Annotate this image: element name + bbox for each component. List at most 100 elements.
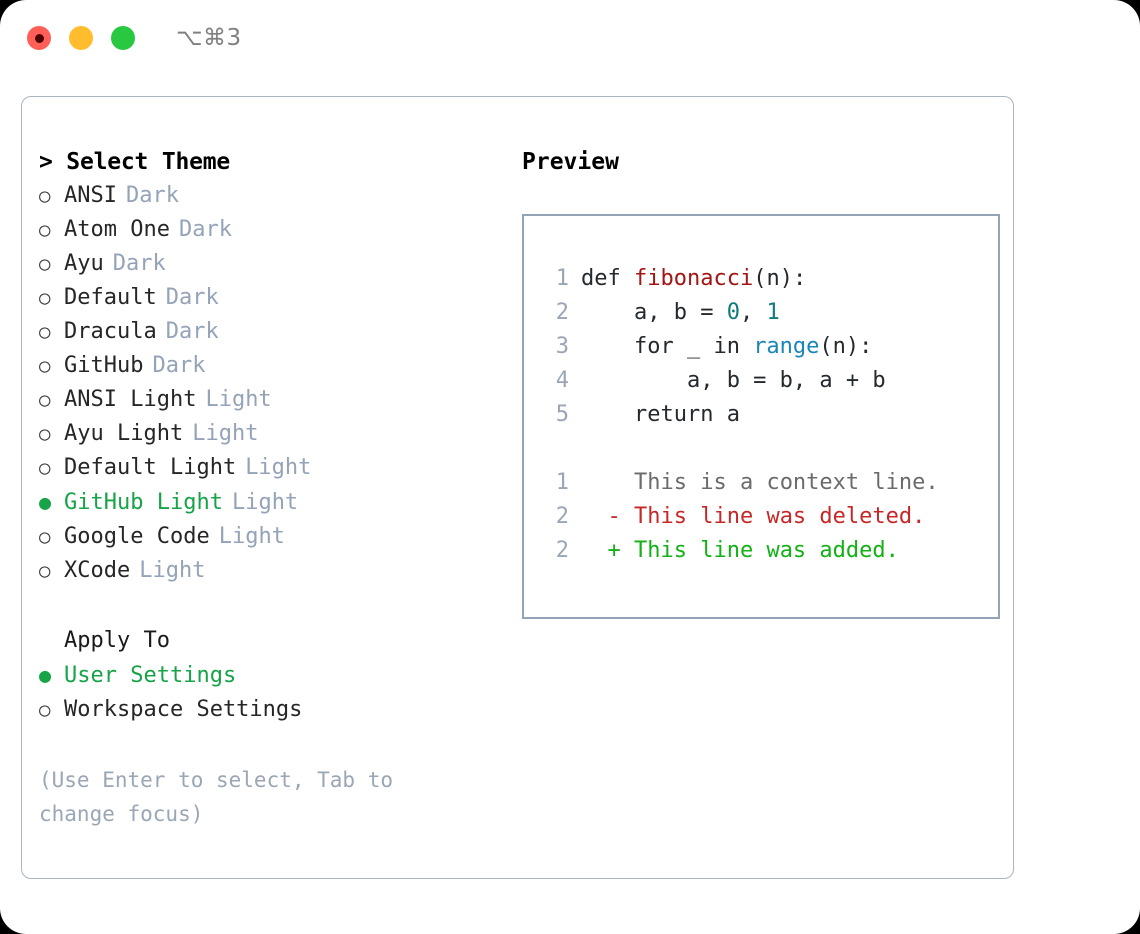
- code-token: a, b =: [581, 300, 727, 325]
- title-bar: ⌥⌘3: [0, 0, 1140, 76]
- theme-option-tag: Light: [139, 558, 206, 583]
- code-token: fibonacci: [633, 266, 754, 291]
- minimize-window-button[interactable]: [69, 26, 93, 50]
- theme-option-ansi-light[interactable]: ○ ANSI Light Light: [39, 383, 501, 417]
- theme-option-tag: Light: [192, 421, 259, 446]
- radio-unselected-icon: ○: [39, 185, 51, 207]
- theme-option-label: Google Code: [64, 524, 210, 549]
- apply-to-option-label: Workspace Settings: [64, 697, 303, 722]
- line-number: 5: [555, 402, 569, 427]
- maximize-window-button[interactable]: [111, 26, 135, 50]
- radio-unselected-icon: ○: [39, 457, 51, 479]
- theme-option-ayu-light[interactable]: ○ Ayu Light Light: [39, 417, 501, 451]
- radio-unselected-icon: ○: [39, 219, 51, 241]
- radio-unselected-icon: ○: [39, 355, 51, 377]
- theme-option-ansi[interactable]: ○ ANSI Dark: [39, 179, 501, 213]
- apply-to-heading: Apply To: [64, 628, 170, 653]
- diff-line-number: 1: [555, 470, 569, 495]
- apply-to-option-label: User Settings: [64, 663, 237, 688]
- select-theme-heading: > Select Theme: [39, 149, 231, 175]
- theme-option-tag: Dark: [165, 319, 219, 344]
- code-line: 3 for _ in range(n):: [543, 330, 998, 364]
- theme-option-tag: Dark: [125, 183, 179, 208]
- theme-option-label: Ayu: [64, 251, 104, 276]
- diff-text: This line was added.: [620, 538, 899, 563]
- radio-selected-icon: ●: [39, 663, 52, 687]
- code-token: range: [753, 334, 820, 359]
- diff-text: This is a context line.: [620, 470, 939, 495]
- apply-to-list: ● User Settings ○ Workspace Settings: [39, 658, 501, 727]
- radio-unselected-icon: ○: [39, 699, 51, 721]
- radio-selected-icon: ●: [39, 490, 52, 514]
- theme-option-default-light[interactable]: ○ Default Light Light: [39, 451, 501, 485]
- code-token: a, b = b, a + b: [581, 368, 886, 393]
- code-line: 2 a, b = 0, 1: [543, 296, 998, 330]
- diff-line-number: 2: [555, 538, 569, 563]
- code-token: 1: [766, 300, 780, 325]
- radio-unselected-icon: ○: [39, 389, 51, 411]
- theme-option-label: GitHub: [64, 353, 144, 378]
- apply-to-block: Apply To ● User Settings ○ Workspace Settin…: [39, 624, 501, 727]
- theme-option-tag: Dark: [165, 285, 219, 310]
- code-line: 4 a, b = b, a + b: [543, 364, 998, 398]
- keyboard-hint-text: (Use Enter to select, Tab to change focu…: [39, 768, 394, 826]
- theme-option-tag: Dark: [152, 353, 206, 378]
- theme-option-ayu[interactable]: ○ Ayu Dark: [39, 247, 501, 281]
- theme-option-tag: Light: [218, 524, 285, 549]
- theme-option-label: XCode: [64, 558, 131, 583]
- code-spacer: [543, 432, 998, 466]
- theme-option-atom-one[interactable]: ○ Atom One Dark: [39, 213, 501, 247]
- diff-line: 2 + This line was added.: [543, 534, 998, 568]
- code-line: 5 return a: [543, 398, 998, 432]
- diff-marker: -: [581, 504, 621, 529]
- code-token: (n):: [753, 266, 807, 291]
- window-shortcut-label: ⌥⌘3: [176, 25, 242, 51]
- diff-marker: [581, 466, 621, 500]
- code-token: return a: [581, 402, 740, 427]
- theme-option-label: Ayu Light: [64, 421, 184, 446]
- line-number: 1: [555, 266, 569, 291]
- theme-option-label: Atom One: [64, 217, 170, 242]
- theme-option-label: Default Light: [64, 455, 237, 480]
- radio-unselected-icon: ○: [39, 253, 51, 275]
- traffic-lights: [27, 26, 135, 50]
- code-token: ,: [739, 300, 767, 325]
- diff-marker: +: [581, 538, 621, 563]
- apply-to-option-workspace-settings[interactable]: ○ Workspace Settings: [39, 693, 501, 727]
- theme-option-label: ANSI: [64, 183, 117, 208]
- line-number: 3: [555, 334, 569, 359]
- code-line: 1 def fibonacci(n):: [543, 262, 998, 296]
- close-window-button[interactable]: [27, 26, 51, 50]
- diff-text: This line was deleted.: [620, 504, 926, 529]
- radio-unselected-icon: ○: [39, 287, 51, 309]
- code-token: 0: [726, 300, 740, 325]
- line-number: 4: [555, 368, 569, 393]
- diff-sample: 1 This is a context line. 2 - This line w…: [543, 466, 998, 568]
- radio-unselected-icon: ○: [39, 423, 51, 445]
- theme-option-label: ANSI Light: [64, 387, 197, 412]
- theme-option-tag: Dark: [178, 217, 232, 242]
- theme-option-tag: Light: [245, 455, 312, 480]
- apply-to-option-user-settings[interactable]: ● User Settings: [39, 658, 501, 693]
- theme-option-tag: Light: [205, 387, 272, 412]
- preview-heading: Preview: [522, 149, 619, 175]
- theme-option-label: Dracula: [64, 319, 157, 344]
- theme-option-google-code[interactable]: ○ Google Code Light: [39, 520, 501, 554]
- close-icon: [34, 33, 44, 43]
- code-token: def: [581, 266, 634, 291]
- diff-line: 2 - This line was deleted.: [543, 500, 998, 534]
- radio-unselected-icon: ○: [39, 526, 51, 548]
- theme-option-github[interactable]: ○ GitHub Dark: [39, 349, 501, 383]
- code-token: for _ in: [581, 334, 754, 359]
- theme-option-tag: Dark: [112, 251, 166, 276]
